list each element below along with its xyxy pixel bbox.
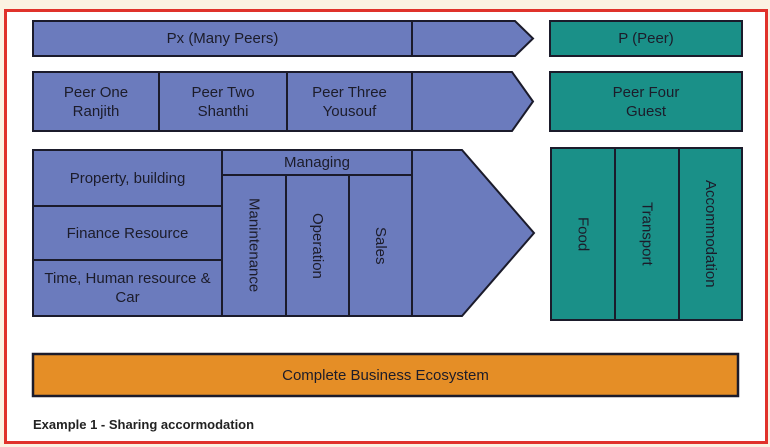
ecosystem-bar bbox=[31, 352, 740, 398]
figure-caption: Example 1 - Sharing accormodation bbox=[33, 417, 255, 432]
px-label: Px (Many Peers) bbox=[166, 30, 279, 47]
resource-finance: Finance Resource bbox=[66, 224, 189, 242]
peer-four-box bbox=[549, 71, 743, 132]
output-food: Food bbox=[574, 216, 592, 252]
peer-one-title: Peer One bbox=[63, 83, 129, 101]
peer-box bbox=[549, 20, 743, 57]
peer-two: Peer Two Shanthi bbox=[159, 72, 287, 131]
output-accommodation: Accommodation bbox=[702, 180, 719, 288]
peer-one-name: Ranjith bbox=[72, 102, 120, 120]
activity-maintenance: Manintenance bbox=[245, 198, 263, 293]
outputs-box bbox=[550, 147, 743, 321]
activity-operation: Operation bbox=[309, 212, 326, 279]
peer-three: Peer Three Yousouf bbox=[287, 72, 412, 131]
peer-three-title: Peer Three bbox=[312, 83, 387, 101]
resource-time-human-car: Time, Human resource & Car bbox=[44, 270, 211, 306]
peer-three-name: Yousouf bbox=[322, 102, 377, 120]
px-arrow bbox=[32, 20, 535, 57]
peer-two-name: Shanthi bbox=[197, 102, 249, 120]
peer-one: Peer One Ranjith bbox=[33, 72, 159, 131]
value-chain-arrow bbox=[32, 149, 536, 317]
managing-label: Managing bbox=[284, 154, 350, 171]
ecosystem-label: Complete Business Ecosystem bbox=[282, 366, 489, 384]
peer-four-title: Peer Four bbox=[612, 83, 680, 101]
resource-property: Property, building bbox=[69, 169, 186, 187]
output-transport: Transport bbox=[638, 202, 656, 266]
peer-two-title: Peer Two bbox=[191, 83, 255, 101]
activity-sales: Sales bbox=[372, 226, 389, 265]
peer-four: Peer Four Guest bbox=[550, 72, 742, 131]
peer-four-name: Guest bbox=[625, 102, 667, 120]
peer-label: P (Peer) bbox=[618, 30, 674, 47]
